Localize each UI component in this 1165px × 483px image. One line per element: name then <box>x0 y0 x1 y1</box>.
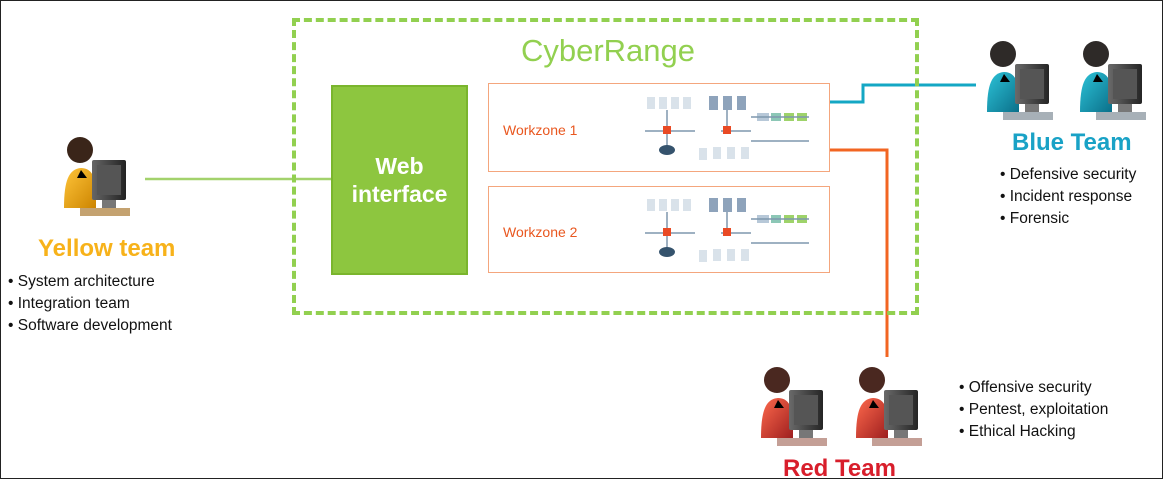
yellow-team-person-icon <box>56 130 134 222</box>
cyberrange-box <box>292 18 919 315</box>
list-item: System architecture <box>8 271 172 293</box>
yellow-team-title: Yellow team <box>38 235 176 262</box>
list-item: Forensic <box>1000 208 1136 230</box>
red-team-list: Offensive security Pentest, exploitation… <box>959 377 1109 443</box>
web-interface-label: Web interface <box>351 153 448 207</box>
list-item: Defensive security <box>1000 164 1137 186</box>
blue-team-person-icon <box>1072 34 1150 126</box>
red-team-person-icon <box>848 360 926 452</box>
list-item: Software development <box>8 315 172 337</box>
red-team-title: Red Team <box>783 455 896 482</box>
web-interface-box: Web interface <box>331 85 468 275</box>
workzone-2-label: Workzone 2 <box>503 224 578 240</box>
list-item: Integration team <box>8 293 172 315</box>
red-team-person-icon <box>753 360 831 452</box>
list-item: Pentest, exploitation <box>959 399 1109 421</box>
blue-team-title: Blue Team <box>1012 129 1132 156</box>
blue-team-person-icon <box>979 34 1057 126</box>
list-item: Offensive security <box>959 377 1108 399</box>
list-item: Ethical Hacking <box>959 421 1108 443</box>
list-item: Incident response <box>1000 186 1136 208</box>
cyberrange-title: CyberRange <box>520 33 696 68</box>
workzone-1-label: Workzone 1 <box>503 122 578 138</box>
network-topology-icon <box>645 198 809 262</box>
blue-team-list: Defensive security Incident response For… <box>1000 164 1137 230</box>
workzone-2: Workzone 2 <box>488 186 830 273</box>
yellow-team-list: System architecture Integration team Sof… <box>8 271 172 337</box>
workzone-1: Workzone 1 <box>488 83 830 172</box>
network-topology-icon <box>645 96 809 160</box>
